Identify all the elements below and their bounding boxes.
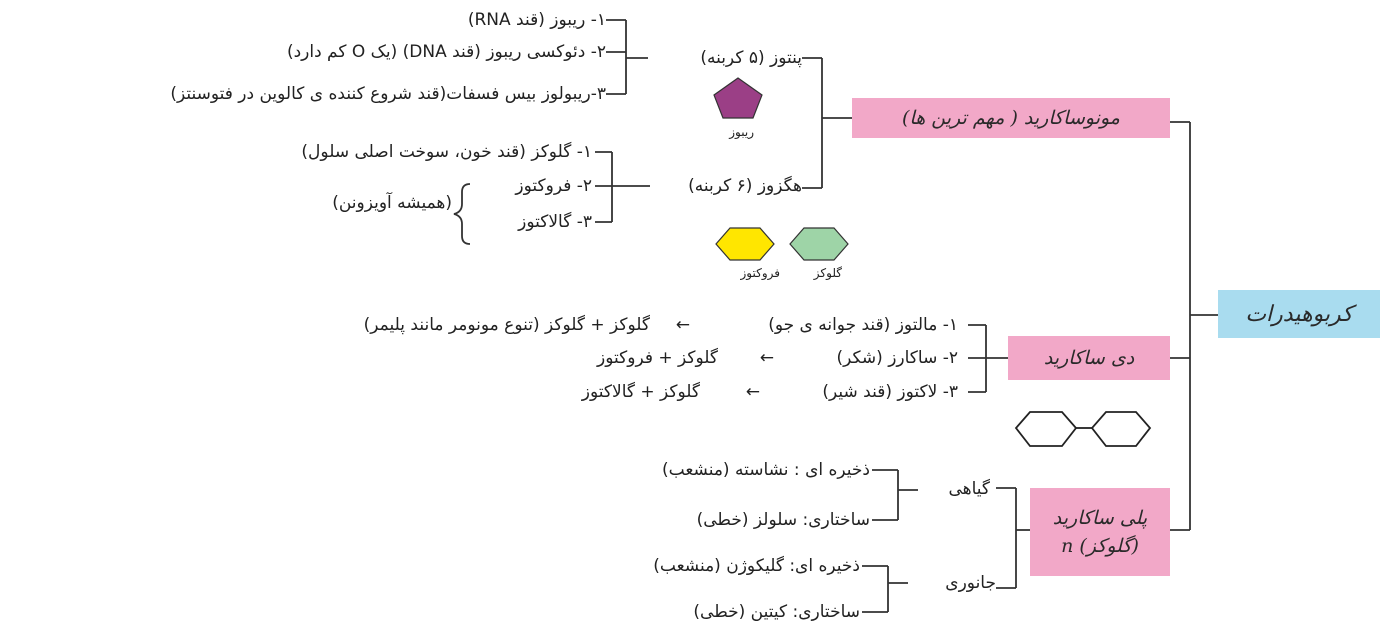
hexose-item-3: ۳- گالاکتوز (518, 212, 592, 232)
disaccharide-item-3-arrow: ← (745, 382, 760, 402)
pentose-item-3: ۳-ریبولوز بیس فسفات(قند شروع کننده ی کال… (170, 84, 606, 104)
polysaccharide-box: پلی ساکارید (گلوکز) n (1030, 488, 1170, 576)
disaccharide-hexagon-left-icon (1014, 411, 1078, 447)
hexose-note: (همیشه آویزونن) (332, 193, 452, 213)
animal-item-1: ذخیره ای: گلیکوژن (منشعب) (653, 556, 860, 576)
disaccharide-item-2-arrow: ← (759, 348, 774, 368)
glucose-hexagon-icon (789, 227, 849, 261)
pentose-item-1: ۱- ریبوز (قند RNA) (467, 10, 606, 30)
disaccharide-item-1-arrow: ← (675, 315, 690, 335)
pentose-label: پنتوز (۵ کربنه) (700, 48, 802, 68)
fructose-shape-label: فروکتوز (740, 266, 780, 280)
polysaccharide-label: پلی ساکارید (1052, 507, 1148, 529)
monosaccharide-box: مونوساکارید ( مهم ترین ها) (852, 98, 1170, 138)
fructose-hexagon-icon (715, 227, 775, 261)
hexose-label: هگزوز (۶ کربنه) (688, 176, 802, 196)
hexose-item-1: ۱- گلوکز (قند خون، سوخت اصلی سلول) (301, 142, 592, 162)
plant-item-1: ذخیره ای : نشاسته (منشعب) (662, 460, 870, 480)
disaccharide-item-3-name: ۳- لاکتوز (قند شیر) (822, 382, 958, 402)
disaccharide-hexagon-right-icon (1090, 411, 1152, 447)
disaccharide-box: دی ساکارید (1008, 336, 1170, 380)
animal-label: جانوری (945, 573, 996, 593)
animal-item-2: ساختاری: کیتین (خطی) (693, 602, 860, 622)
disaccharide-item-2-result: گلوکز + فروکتوز (597, 348, 718, 368)
disaccharide-item-2-name: ۲- ساکارز (شکر) (836, 348, 958, 368)
disaccharide-item-1-name: ۱- مالتوز (قند جوانه ی جو) (768, 315, 958, 335)
plant-label: گیاهی (948, 479, 990, 499)
disaccharide-item-1-result: گلوکز + گلوکز (تنوع مونومر مانند پلیمر) (363, 315, 650, 335)
pentose-item-2: ۲- دئوکسی ریبوز (قند DNA) (یک O کم دارد) (286, 42, 606, 62)
carbohydrate-root-box: کربوهیدرات (1218, 290, 1380, 338)
polysaccharide-subtitle: (گلوکز) n (1061, 535, 1139, 557)
disaccharide-item-3-result: گلوکز + گالاکتوز (581, 382, 700, 402)
plant-item-2: ساختاری: سلولز (خطی) (696, 510, 870, 530)
hexose-item-2: ۲- فروکتوز (515, 176, 592, 196)
ribose-pentagon-icon (713, 77, 763, 119)
ribose-shape-label: ریبوز (729, 125, 754, 139)
glucose-shape-label: گلوکز (813, 266, 842, 280)
